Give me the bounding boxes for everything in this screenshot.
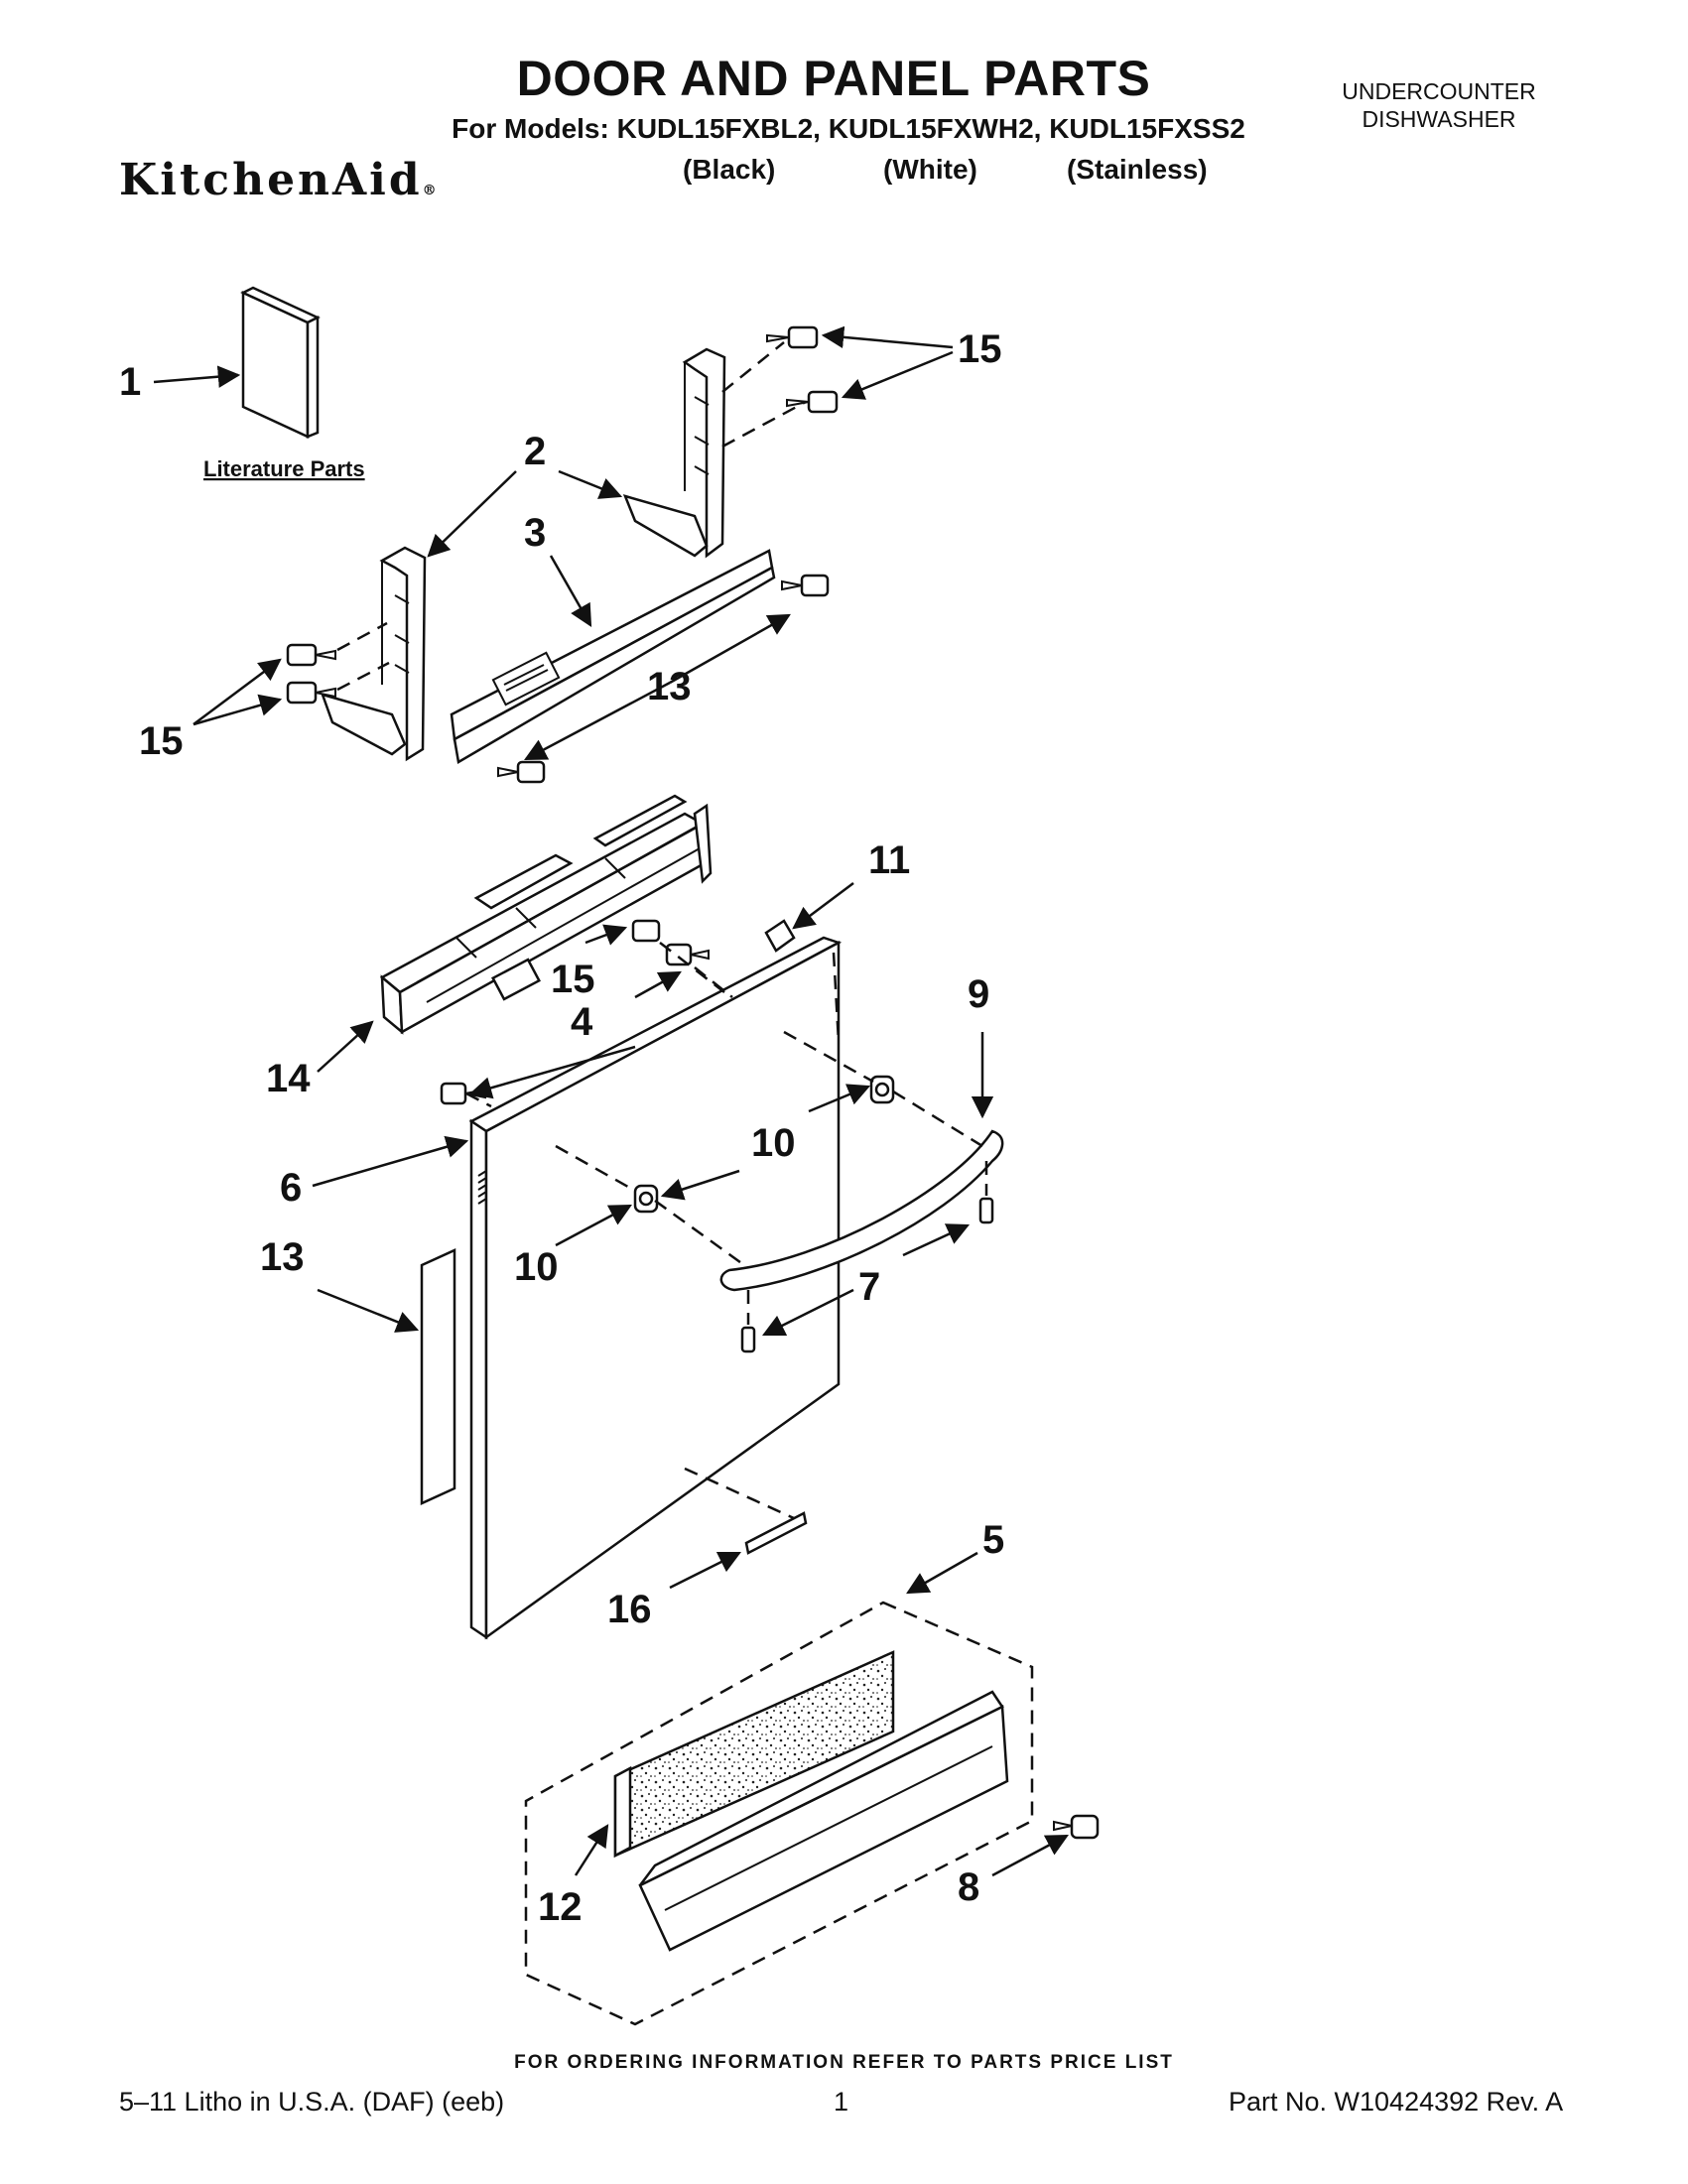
screw-15-left-a [286,643,336,667]
models-line: For Models: KUDL15FXBL2, KUDL15FXWH2, KU… [452,113,1245,144]
set-screw-right [978,1197,994,1224]
callout-1: 1 [119,360,141,404]
product-type: UNDERCOUNTER DISHWASHER [1320,77,1558,133]
part-number: Part No. W10424392 Rev. A [1229,2087,1564,2117]
callout-15-left: 15 [139,719,184,763]
callout-10-upper: 10 [751,1121,796,1165]
brand-name: KitchenAid [119,155,423,205]
callout-15-top: 15 [958,327,1002,371]
callout-6: 6 [280,1166,302,1210]
control-console [379,794,713,1035]
kickplate-insulation [613,1650,895,1859]
page-number: 1 [834,2087,849,2117]
literature-parts-label: Literature Parts [203,456,365,481]
door-panel [468,936,843,1640]
litho-info: 5–11 Litho in U.S.A. (DAF) (eeb) [119,2087,505,2117]
product-type-line2: DISHWASHER [1362,106,1516,132]
assembly-dash-lines [465,942,988,1520]
brand-registered-mark: ® [422,183,437,198]
side-strip [420,1248,456,1505]
screw-15-top-b [786,390,839,414]
page-title: DOOR AND PANEL PARTS [516,51,1151,106]
callout-13-upper: 13 [647,665,692,708]
kick-plate-group-outline [524,1601,1034,2026]
callout-11: 11 [868,838,910,882]
ordering-note: FOR ORDERING INFORMATION REFER TO PARTS … [514,2052,1174,2073]
badge [744,1511,808,1555]
screw-4-lower [440,1082,486,1105]
leader-lines [153,325,1069,1877]
callout-5: 5 [982,1518,1004,1562]
kick-plate [638,1690,1009,1952]
screw-15-top-a [766,325,819,349]
dash-screws-top [721,341,807,449]
set-screw-left [740,1326,756,1353]
callout-12: 12 [538,1885,583,1929]
brand-logo: KitchenAid® [119,155,437,205]
literature-book [240,286,321,439]
variant-white: (White) [883,154,977,185]
variant-black: (Black) [683,154,776,185]
kick-plate-screw [1053,1814,1100,1840]
callout-4: 4 [571,1000,593,1044]
callout-2: 2 [524,430,546,473]
callout-8: 8 [958,1865,979,1909]
callout-16: 16 [607,1588,652,1631]
screw-13-upper [781,574,830,597]
callout-7: 7 [858,1265,880,1309]
door-handle [719,1129,1004,1292]
clip [764,919,796,953]
product-type-line1: UNDERCOUNTER [1342,78,1536,104]
callout-9: 9 [968,972,989,1016]
screw-4-upper [665,943,710,966]
dash-screws-left [336,621,390,692]
screw-15-left-b [286,681,336,705]
panel-strip [450,549,776,764]
screw-15-console [631,919,661,943]
variant-stainless: (Stainless) [1067,154,1208,185]
callout-13-lower: 13 [260,1235,305,1279]
callout-3: 3 [524,511,546,555]
callout-14: 14 [266,1057,311,1100]
mounting-bracket-left [321,546,427,762]
screw-13-lower [497,760,546,784]
handle-mount-lower [633,1184,659,1214]
mounting-bracket-right [622,347,726,559]
callout-10-lower: 10 [514,1245,559,1289]
callout-15-console: 15 [551,958,595,1001]
handle-mount-upper [869,1075,895,1104]
